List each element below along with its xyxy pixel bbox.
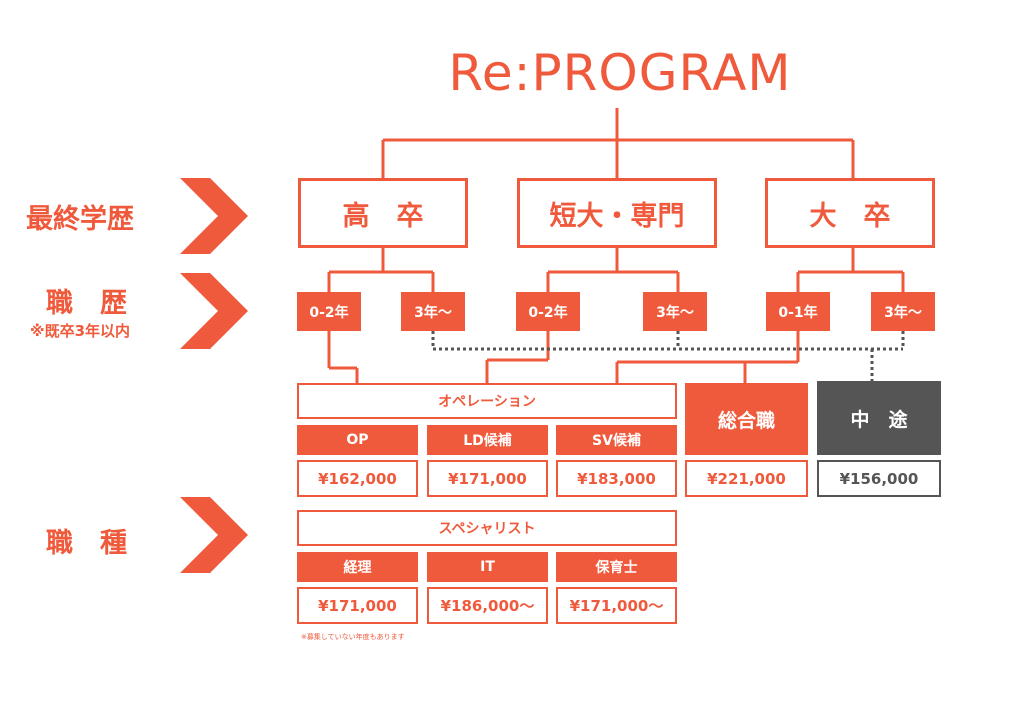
row-label-education: 最終学歴 [26,204,134,235]
role-it: IT [427,552,548,582]
salary-midcareer: ¥156,000 [817,460,941,497]
salary-sv-candidate: ¥183,000 [556,460,677,497]
career-tag: 0-1年 [766,292,830,331]
salary-nursery: ¥171,000〜 [556,587,677,624]
salary-general: ¥221,000 [685,460,808,497]
role-accounting: 経理 [297,552,418,582]
role-sv-candidate: SV候補 [556,425,677,455]
career-tag: 0-2年 [297,292,361,331]
page-title: Re:PROGRAM [448,44,792,102]
salary-ld-candidate: ¥171,000 [427,460,548,497]
chevron-right-icon [180,273,248,349]
operation-header: オペレーション [297,383,677,419]
role-ld-candidate: LD候補 [427,425,548,455]
row-label-career: 職 歴 [46,288,127,319]
role-nursery: 保育士 [556,552,677,582]
chevron-right-icon [180,178,248,254]
row-label-career-note: ※既卒3年以内 [30,322,131,340]
education-box-junior-college: 短大・専門 [517,178,717,248]
education-box-university: 大 卒 [765,178,935,248]
career-tag: 3年〜 [401,292,465,331]
career-tag: 3年〜 [643,292,707,331]
row-label-job-type: 職 種 [46,528,127,559]
chevron-right-icon [180,497,248,573]
salary-accounting: ¥171,000 [297,587,418,624]
salary-it: ¥186,000〜 [427,587,548,624]
salary-op: ¥162,000 [297,460,418,497]
education-box-highschool: 高 卒 [298,178,468,248]
role-midcareer: 中 途 [817,381,941,455]
specialist-header: スペシャリスト [297,510,677,546]
role-general: 総合職 [685,383,808,455]
role-op: OP [297,425,418,455]
footnote: ※募集していない年度もあります [301,633,405,641]
career-tag: 0-2年 [516,292,580,331]
career-tag: 3年〜 [871,292,935,331]
